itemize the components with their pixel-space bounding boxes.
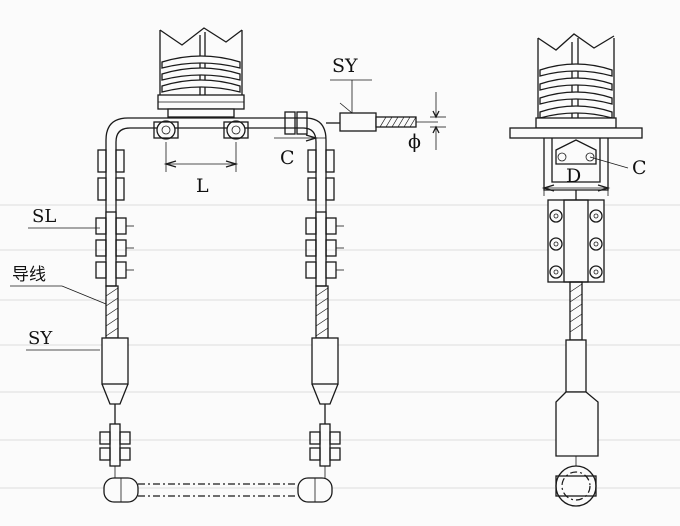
top-sy-terminal <box>326 79 446 150</box>
left-conductor <box>99 285 131 467</box>
label-phi: ϕ <box>408 131 421 153</box>
left-insulator <box>157 27 245 118</box>
right-clamp-stack <box>547 190 605 283</box>
right-yoke <box>543 138 629 191</box>
right-conductor <box>309 285 341 467</box>
right-insulator <box>509 33 643 139</box>
left-yoke <box>105 111 327 260</box>
d-dimension <box>541 172 611 196</box>
label-l: L <box>196 175 209 197</box>
left-leaders <box>10 227 107 351</box>
label-conductor: 导线 <box>12 265 46 285</box>
right-arm-hardware <box>305 149 344 287</box>
label-d: D <box>566 165 581 187</box>
label-sy-left: SY <box>28 328 53 349</box>
c-dimension-left <box>274 134 326 142</box>
bottom-spacer <box>103 466 333 503</box>
label-sl: SL <box>32 206 56 227</box>
label-c-left: C <box>280 147 295 169</box>
l-dimension <box>163 142 239 172</box>
left-arm-hardware <box>95 149 134 287</box>
label-sy-top: SY <box>332 55 358 77</box>
right-view-conductor <box>555 281 599 507</box>
label-c-right: C <box>632 157 647 179</box>
